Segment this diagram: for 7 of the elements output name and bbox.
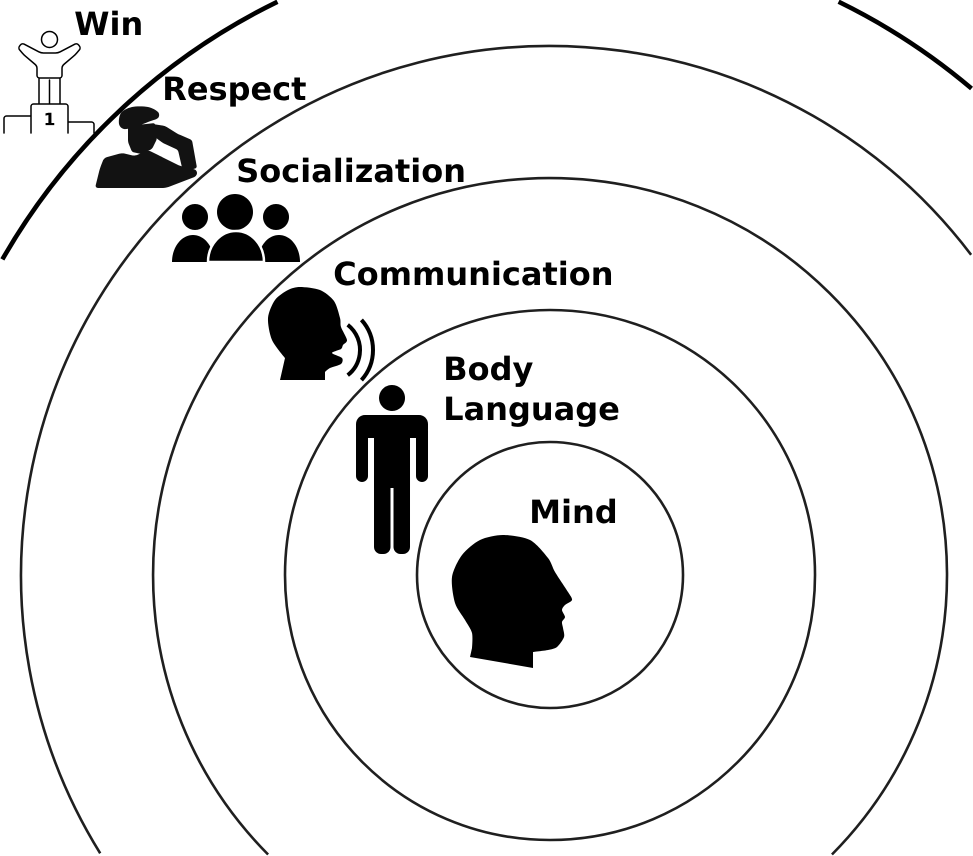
ring-label: Socialization — [238, 158, 464, 182]
podium-number: 1 — [46, 112, 54, 126]
ring-label: Respect — [165, 76, 306, 107]
label-text: Win — [75, 10, 141, 35]
ring-label: Communication — [334, 260, 612, 286]
ring-label: Mind — [532, 498, 616, 524]
ring-label: Body Language — [446, 356, 618, 427]
